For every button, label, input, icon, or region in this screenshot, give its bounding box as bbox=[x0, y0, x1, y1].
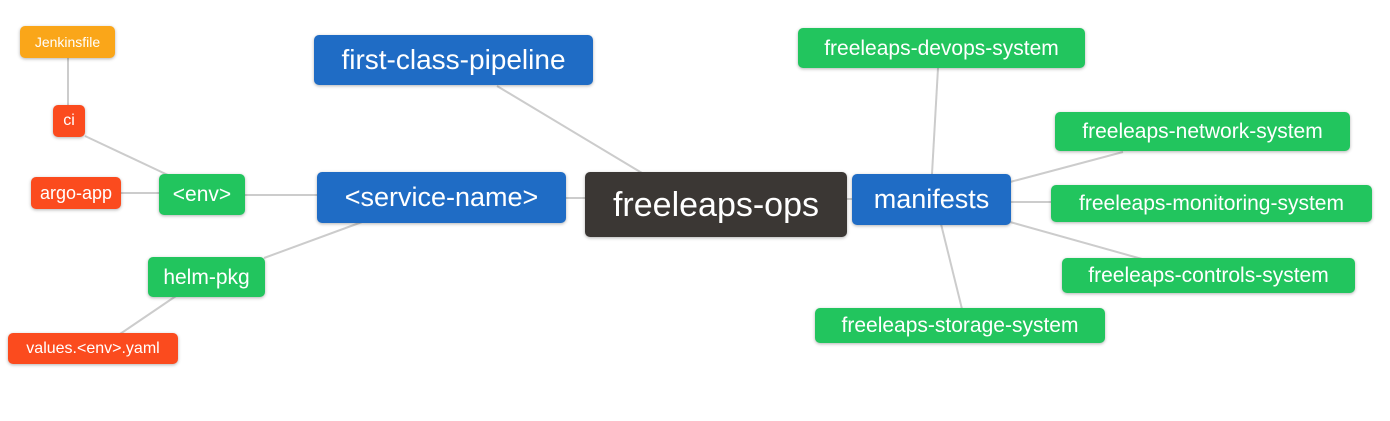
edge-manifests-controls-system bbox=[1009, 221, 1143, 260]
edge-manifests-devops-system bbox=[931, 67, 939, 175]
node-freeleaps-ops[interactable]: freeleaps-ops bbox=[585, 172, 847, 237]
node-devops-system[interactable]: freeleaps-devops-system bbox=[798, 28, 1085, 68]
edge-helm-pkg-values-env-yaml bbox=[119, 295, 177, 335]
node-first-class-pipeline[interactable]: first-class-pipeline bbox=[314, 35, 593, 85]
edge-first-class-pipeline-freeleaps-ops bbox=[496, 85, 643, 174]
node-values-env-yaml[interactable]: values.<env>.yaml bbox=[8, 333, 178, 364]
edge-manifests-network-system bbox=[1009, 151, 1124, 183]
node-ci[interactable]: ci bbox=[53, 105, 85, 137]
node-env[interactable]: <env> bbox=[159, 174, 245, 215]
node-service-name[interactable]: <service-name> bbox=[317, 172, 566, 223]
node-manifests[interactable]: manifests bbox=[852, 174, 1011, 225]
node-storage-system[interactable]: freeleaps-storage-system bbox=[815, 308, 1105, 343]
node-jenkinsfile[interactable]: Jenkinsfile bbox=[20, 26, 115, 58]
edge-manifests-storage-system bbox=[940, 223, 963, 310]
node-network-system[interactable]: freeleaps-network-system bbox=[1055, 112, 1350, 151]
edge-ci-env bbox=[84, 135, 171, 177]
node-argo-app[interactable]: argo-app bbox=[31, 177, 121, 209]
node-helm-pkg[interactable]: helm-pkg bbox=[148, 257, 265, 297]
node-controls-system[interactable]: freeleaps-controls-system bbox=[1062, 258, 1355, 293]
edge-service-name-helm-pkg bbox=[263, 221, 363, 259]
node-monitoring-system[interactable]: freeleaps-monitoring-system bbox=[1051, 185, 1372, 222]
